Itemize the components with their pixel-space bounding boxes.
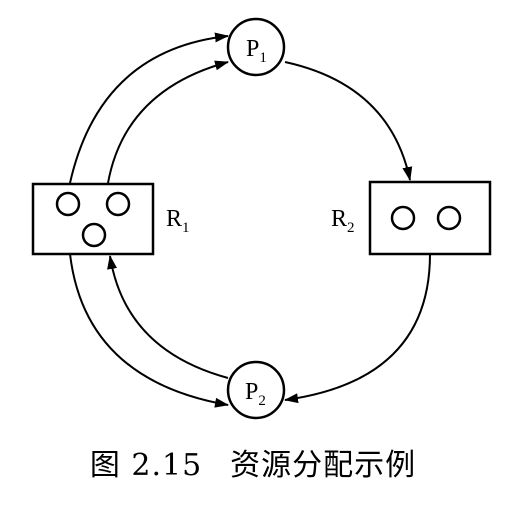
figure-title: 资源分配示例: [230, 448, 417, 483]
r2-subscript: 2: [347, 220, 355, 236]
resource-r2: R2: [331, 180, 492, 256]
p1-subscript: 1: [259, 50, 267, 66]
svg-text:P2: P2: [245, 379, 266, 409]
svg-text:P1: P1: [246, 36, 267, 66]
r1-letter: R: [166, 206, 182, 232]
process-p2: P2: [226, 360, 286, 420]
process-p1: P1: [226, 17, 286, 77]
edge-r1-p1-outer: [69, 32, 229, 184]
r1-instance: [81, 222, 107, 248]
resource-r1: R1: [31, 182, 190, 256]
r2-letter: R: [331, 206, 347, 232]
r1-instance: [105, 191, 131, 217]
edge-r1-p1-inner: [107, 60, 229, 184]
figure-number: 图 2.15: [89, 448, 203, 483]
figure-caption: 图 2.15 资源分配示例: [0, 440, 506, 484]
svg-text:R1: R1: [166, 206, 190, 236]
r1-subscript: 1: [182, 220, 190, 236]
p2-letter: P: [245, 379, 258, 405]
p2-subscript: 2: [258, 393, 266, 409]
svg-text:R2: R2: [331, 206, 355, 236]
r1-instance: [55, 191, 81, 217]
edge-r2-p2: [284, 253, 431, 404]
p1-letter: P: [246, 36, 259, 62]
edge-p1-r2: [284, 61, 413, 181]
r2-instance: [390, 205, 416, 231]
r2-instance: [436, 205, 462, 231]
edge-r1-p2-outer: [69, 253, 229, 408]
edge-p2-r1: [107, 255, 229, 379]
